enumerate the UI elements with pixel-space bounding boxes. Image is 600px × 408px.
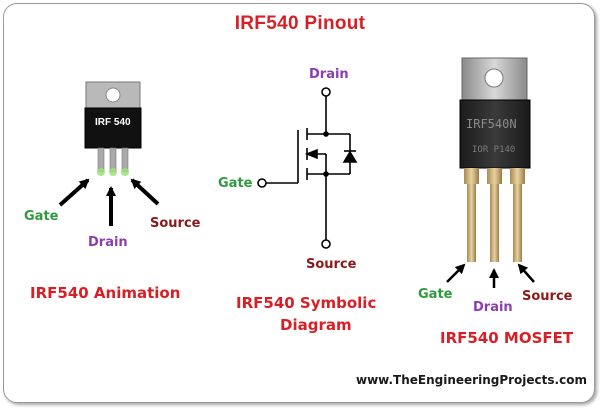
mosfet-chip-marking-1: IRF540N — [466, 117, 517, 131]
gate-arrow-icon — [446, 263, 466, 283]
source-arrow-icon — [517, 263, 535, 283]
mosfet-caption: IRF540 MOSFET — [440, 329, 574, 347]
animation-arrows — [58, 178, 160, 226]
source-terminal-icon — [321, 239, 331, 249]
animation-source-label: Source — [150, 216, 201, 231]
animation-chip — [84, 81, 142, 176]
mounting-hole-icon — [484, 68, 504, 88]
drain-terminal-icon — [321, 87, 331, 97]
symbol-caption-line2: Diagram — [280, 316, 352, 334]
animation-gate-label: Gate — [24, 209, 59, 224]
gate-terminal-icon — [257, 178, 267, 188]
mounting-hole-icon — [105, 87, 121, 103]
mosfet-chip-marking-2: IOR P140 — [472, 145, 516, 155]
animation-drain-label: Drain — [88, 235, 128, 250]
mosfet-photo — [459, 57, 531, 262]
symbol-caption-line1: IRF540 Symbolic — [236, 294, 377, 312]
mosfet-drain-label: Drain — [473, 300, 513, 315]
gate-arrow-icon — [58, 178, 90, 207]
symbol-source-label: Source — [306, 257, 357, 272]
source-arrow-icon — [130, 178, 160, 206]
symbol-drain-label: Drain — [309, 67, 349, 82]
mosfet-symbol — [257, 87, 358, 249]
symbol-gate-label: Gate — [218, 176, 253, 191]
animation-caption: IRF540 Animation — [30, 284, 181, 302]
website-credit: www.TheEngineeringProjects.com — [356, 373, 587, 387]
page-title: IRF540 Pinout — [234, 13, 366, 34]
mosfet-source-label: Source — [522, 289, 573, 304]
chip-label: IRF 540 — [95, 117, 131, 128]
mosfet-arrows — [446, 263, 535, 288]
mosfet-gate-label: Gate — [418, 287, 453, 302]
